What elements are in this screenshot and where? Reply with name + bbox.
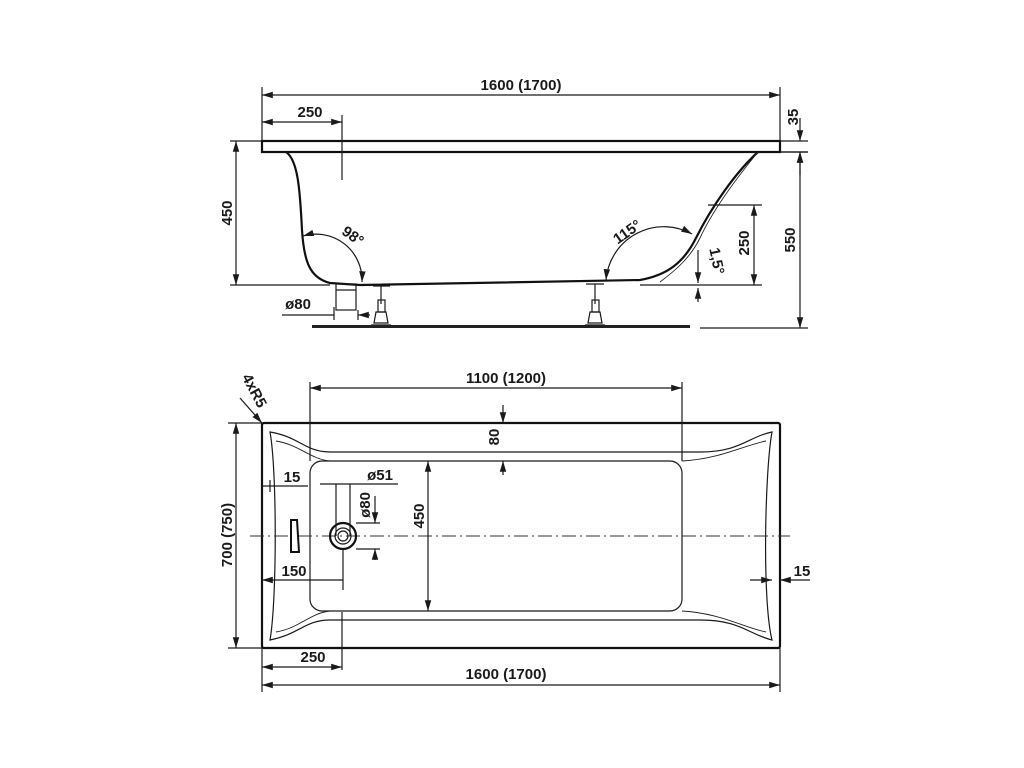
side-height-back: 250 [736,230,753,255]
side-edge-offset: 250 [297,104,322,121]
side-slope: 1,5° [705,246,727,276]
right-margin: 15 [794,563,811,580]
drain-diameter: ø51 [367,467,393,484]
tub-body-outline [285,151,759,287]
top-view: 4xR5 1100 (1200) 80 ø51 ø80 450 700 (750… [219,370,810,692]
inner-offset: 80 [486,429,503,446]
floor-plate [312,325,690,328]
side-angle-left: 98° [338,223,366,250]
foot-right [585,283,605,326]
top-bowl-outline [269,431,773,641]
inner-width: 450 [411,503,428,528]
side-drain [335,283,357,311]
corner-radius: 4xR5 [238,371,270,411]
side-view: 1600 (1700) 250 35 450 550 250 98° 115° [219,77,808,329]
side-angle-right: 115° [610,217,644,248]
side-overall-length: 1600 (1700) [481,77,562,94]
top-width: 700 (750) [219,503,236,567]
bottom-offset: 250 [300,649,325,666]
left-margin: 15 [284,469,301,486]
overflow-icon [290,519,301,553]
drain-offset: 150 [281,563,306,580]
top-overall-length: 1600 (1700) [466,666,547,683]
drain-outer-diameter: ø80 [357,492,374,518]
side-height-total: 550 [782,227,799,252]
side-drain-diameter: ø80 [285,296,311,313]
side-rim-thickness: 35 [785,109,802,126]
foot-left [371,285,391,326]
tub-rim [260,139,782,154]
side-height-body: 450 [219,200,236,225]
inner-length: 1100 (1200) [466,370,546,387]
